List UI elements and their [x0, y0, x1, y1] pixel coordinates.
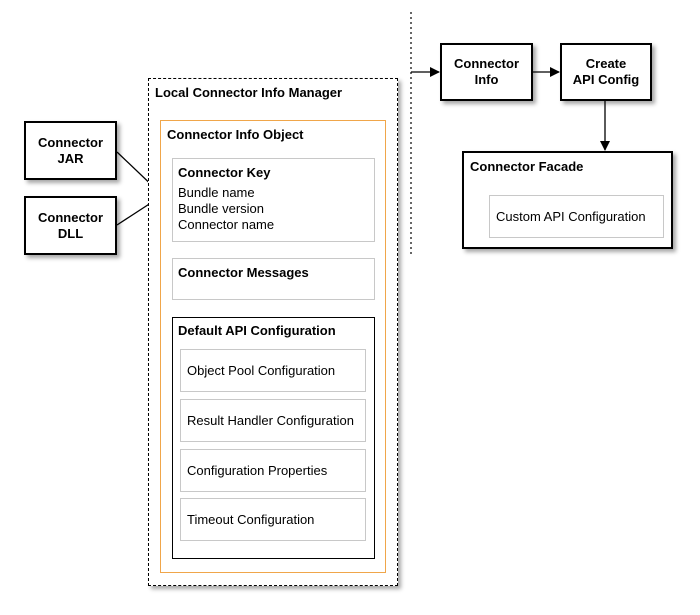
connector-jar-box: Connector JAR — [24, 121, 117, 180]
create-api-config-label: Create API Config — [572, 56, 640, 87]
connector-key-title: Connector Key — [178, 165, 271, 180]
config-item-label: Configuration Properties — [187, 463, 328, 478]
connector-info-label: Connector Info — [454, 56, 519, 87]
connector-info-box: Connector Info — [440, 43, 533, 101]
connector-key-line: Bundle version — [178, 201, 264, 216]
connector-dll-label: Connector DLL — [38, 209, 103, 241]
connector-jar-label: Connector JAR — [38, 134, 103, 166]
connector-messages-box: Connector Messages — [172, 258, 375, 300]
connector-dll-box: Connector DLL — [24, 196, 117, 255]
create-api-config-box: Create API Config — [560, 43, 652, 101]
manager-title: Local Connector Info Manager — [155, 85, 343, 100]
config-item-label: Object Pool Configuration — [187, 363, 336, 378]
config-item-label: Result Handler Configuration — [187, 413, 354, 428]
object-pool-config-item: Object Pool Configuration — [180, 349, 366, 392]
connector-facade-title: Connector Facade — [470, 159, 584, 174]
default-api-config-title: Default API Configuration — [178, 323, 336, 338]
info-object-title: Connector Info Object — [167, 127, 304, 142]
connector-key-box: Connector Key Bundle name Bundle version… — [172, 158, 375, 242]
result-handler-config-item: Result Handler Configuration — [180, 399, 366, 442]
config-item-label: Timeout Configuration — [187, 512, 315, 527]
connector-messages-title: Connector Messages — [178, 265, 309, 280]
connector-key-lines: Bundle name Bundle version Connector nam… — [178, 185, 274, 233]
custom-api-config-label: Custom API Configuration — [496, 209, 646, 224]
connector-key-line: Bundle name — [178, 185, 255, 200]
timeout-config-item: Timeout Configuration — [180, 498, 366, 541]
custom-api-config-item: Custom API Configuration — [489, 195, 664, 238]
configuration-properties-item: Configuration Properties — [180, 449, 366, 492]
connector-key-line: Connector name — [178, 217, 275, 232]
